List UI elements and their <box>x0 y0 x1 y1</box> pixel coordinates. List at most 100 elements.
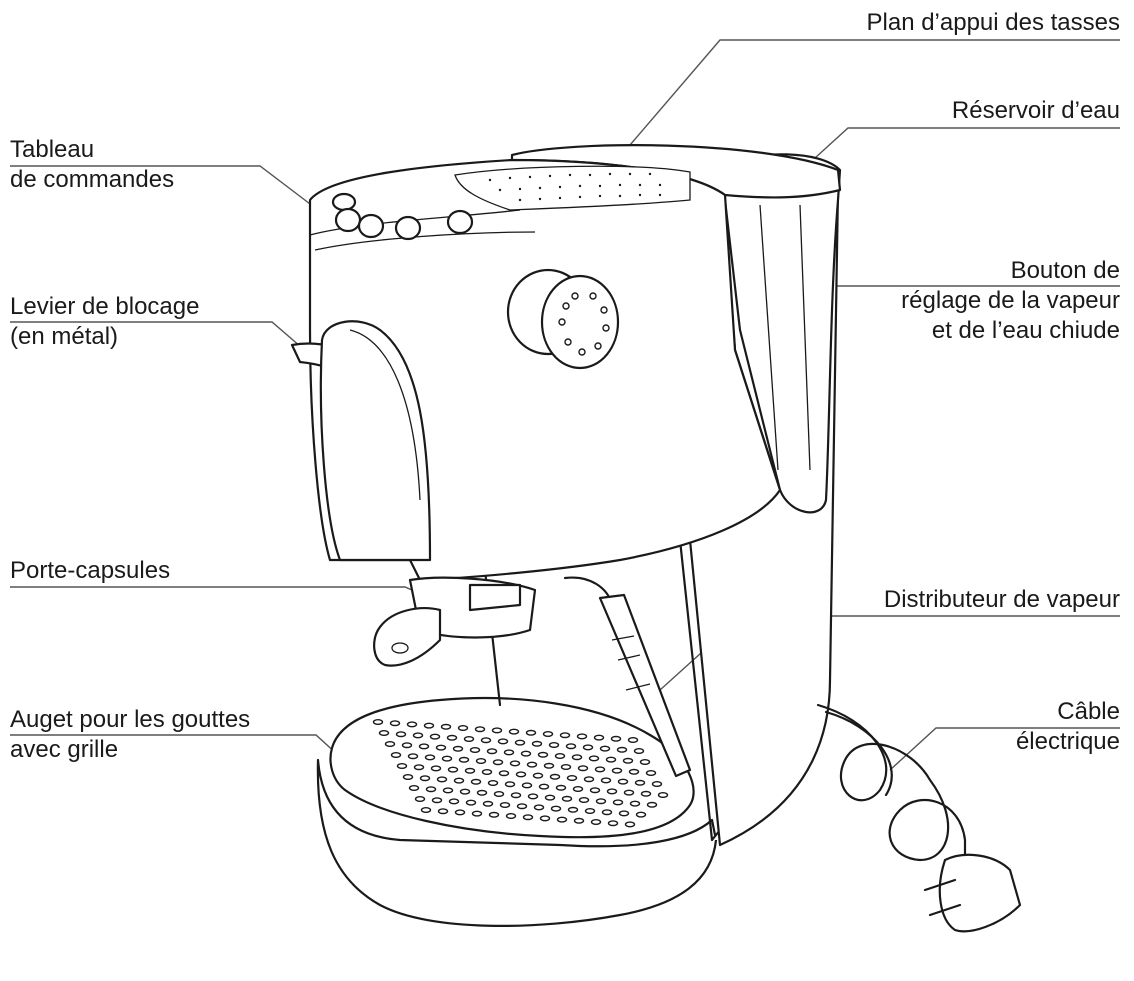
grill-hole <box>440 723 452 730</box>
grill-hole <box>550 805 562 812</box>
grill-hole <box>645 770 657 777</box>
grill-hole <box>555 784 567 791</box>
leader-water-tank <box>814 127 1120 159</box>
grill-hole <box>633 748 645 755</box>
grill-hole <box>599 745 611 752</box>
grill-hole <box>454 809 466 816</box>
grill-hole <box>559 732 571 739</box>
grill-hole <box>520 750 532 757</box>
cable-cord-2 <box>824 710 893 797</box>
grill-hole <box>471 810 483 817</box>
cup-rest-plate <box>454 165 691 211</box>
grill-hole <box>628 768 640 775</box>
grill-hole <box>526 761 538 768</box>
power-plug <box>938 853 1022 933</box>
grill-hole <box>384 741 396 748</box>
grill-hole <box>533 804 545 811</box>
panel-button-1 <box>334 207 362 233</box>
grill-hole <box>525 729 537 736</box>
grill-hole <box>437 808 449 815</box>
grill-hole <box>407 753 419 760</box>
grill-hole <box>430 765 442 772</box>
grill-hole <box>594 766 606 773</box>
grill-hole <box>582 744 594 751</box>
grill-hole <box>431 797 443 804</box>
grill-hole <box>396 763 408 770</box>
grill-hole <box>532 772 544 779</box>
head-contour <box>349 329 421 501</box>
grill-hole <box>571 754 583 761</box>
grill-hole <box>527 793 539 800</box>
grill-hole <box>510 792 522 799</box>
grill-hole <box>623 789 635 796</box>
grill-hole <box>577 765 589 772</box>
grill-hole <box>488 811 500 818</box>
grill-hole <box>389 720 401 727</box>
grill-hole <box>486 748 498 755</box>
grill-hole <box>601 809 613 816</box>
grill-hole <box>372 719 384 726</box>
label-steam-dispenser-text: Distributeur de vapeur <box>883 586 1120 613</box>
grill-hole <box>493 791 505 798</box>
grill-hole <box>459 788 471 795</box>
grill-hole <box>475 758 487 765</box>
grill-hole <box>561 795 573 802</box>
drip-tray-grill <box>372 719 669 828</box>
grill-hole <box>446 734 458 741</box>
grill-hole <box>611 767 623 774</box>
grill-hole <box>503 749 515 756</box>
grill-hole <box>474 726 486 733</box>
label-water-tank-text: Réservoir d’eau <box>951 97 1120 124</box>
grill-hole <box>390 752 402 759</box>
leader-control-panel <box>10 165 319 211</box>
grill-hole <box>487 780 499 787</box>
panel-button-3 <box>394 215 422 241</box>
grill-hole <box>419 775 431 782</box>
grill-hole <box>634 779 646 786</box>
label-cup-rest-text: Plan d’appui des tasses <box>866 9 1121 36</box>
grill-hole <box>452 745 464 752</box>
label-control-panel: Tableau de commandes <box>10 135 174 195</box>
steam-wand-rings <box>611 635 651 691</box>
grill-hole <box>539 815 551 822</box>
grill-hole <box>607 820 619 827</box>
grill-hole <box>565 743 577 750</box>
label-locking-lever-line2: (en métal) <box>10 323 119 350</box>
grill-hole <box>463 736 475 743</box>
grill-hole <box>567 806 579 813</box>
grill-hole <box>560 764 572 771</box>
grill-hole <box>578 797 590 804</box>
leader-power-cable <box>889 727 1120 771</box>
indicator-button <box>331 192 357 212</box>
grill-hole <box>515 771 527 778</box>
grill-hole <box>401 742 413 749</box>
grill-hole <box>514 739 526 746</box>
grill-hole <box>448 798 460 805</box>
label-power-cable: Câble électrique <box>1016 697 1120 757</box>
grill-hole <box>584 808 596 815</box>
grill-hole <box>640 790 652 797</box>
grill-hole <box>639 759 651 766</box>
label-steam-knob-line2: réglage de la vapeur <box>901 287 1120 314</box>
grill-hole <box>600 777 612 784</box>
grill-hole <box>556 816 568 823</box>
grill-hole <box>544 794 556 801</box>
label-control-panel-line2: de commandes <box>10 166 175 193</box>
grill-hole <box>491 727 503 734</box>
grill-hole <box>548 742 560 749</box>
grill-hole <box>492 759 504 766</box>
grill-hole <box>499 802 511 809</box>
grill-hole <box>651 781 663 788</box>
grill-hole <box>497 738 509 745</box>
grill-hole <box>521 782 533 789</box>
grill-hole <box>435 744 447 751</box>
label-power-cable-line1: Câble <box>1057 698 1120 725</box>
label-steam-dispenser: Distributeur de vapeur <box>884 585 1120 615</box>
grill-hole <box>418 743 430 750</box>
grill-hole <box>583 776 595 783</box>
grill-hole <box>618 810 630 817</box>
steam-knob <box>506 268 620 370</box>
grill-hole <box>414 796 426 803</box>
grill-hole <box>395 731 407 738</box>
grill-hole <box>424 754 436 761</box>
